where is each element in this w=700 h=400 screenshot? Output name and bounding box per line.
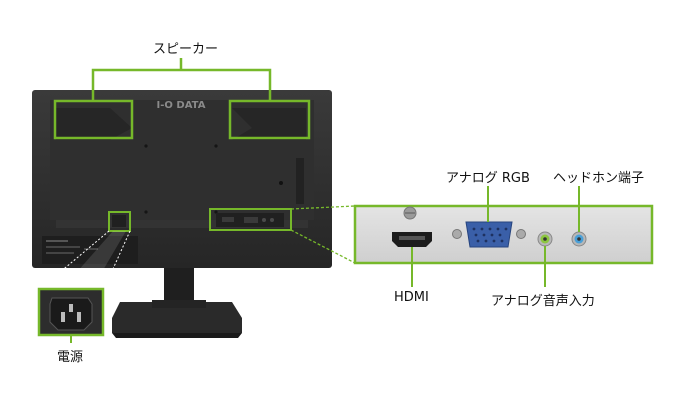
power-inlet-panel xyxy=(37,287,105,343)
monitor-body xyxy=(32,90,332,268)
speaker-callout xyxy=(53,58,311,140)
audio-in-port xyxy=(537,231,553,247)
headphone-port xyxy=(571,231,587,247)
hdmi-port xyxy=(392,232,432,247)
power-callout xyxy=(39,211,131,290)
power-label: 電源 xyxy=(57,350,84,365)
speaker-label: スピーカー xyxy=(153,42,219,57)
brand-logo: I-O DATA xyxy=(157,100,206,111)
analog-audio-in-label: アナログ音声入力 xyxy=(491,294,595,309)
connector-callout xyxy=(209,205,356,264)
analog-rgb-label: アナログ RGB xyxy=(446,171,530,186)
headphone-label: ヘッドホン端子 xyxy=(553,171,645,186)
vga-port xyxy=(452,221,526,248)
connector-panel xyxy=(353,186,654,287)
hdmi-label: HDMI xyxy=(394,290,429,305)
